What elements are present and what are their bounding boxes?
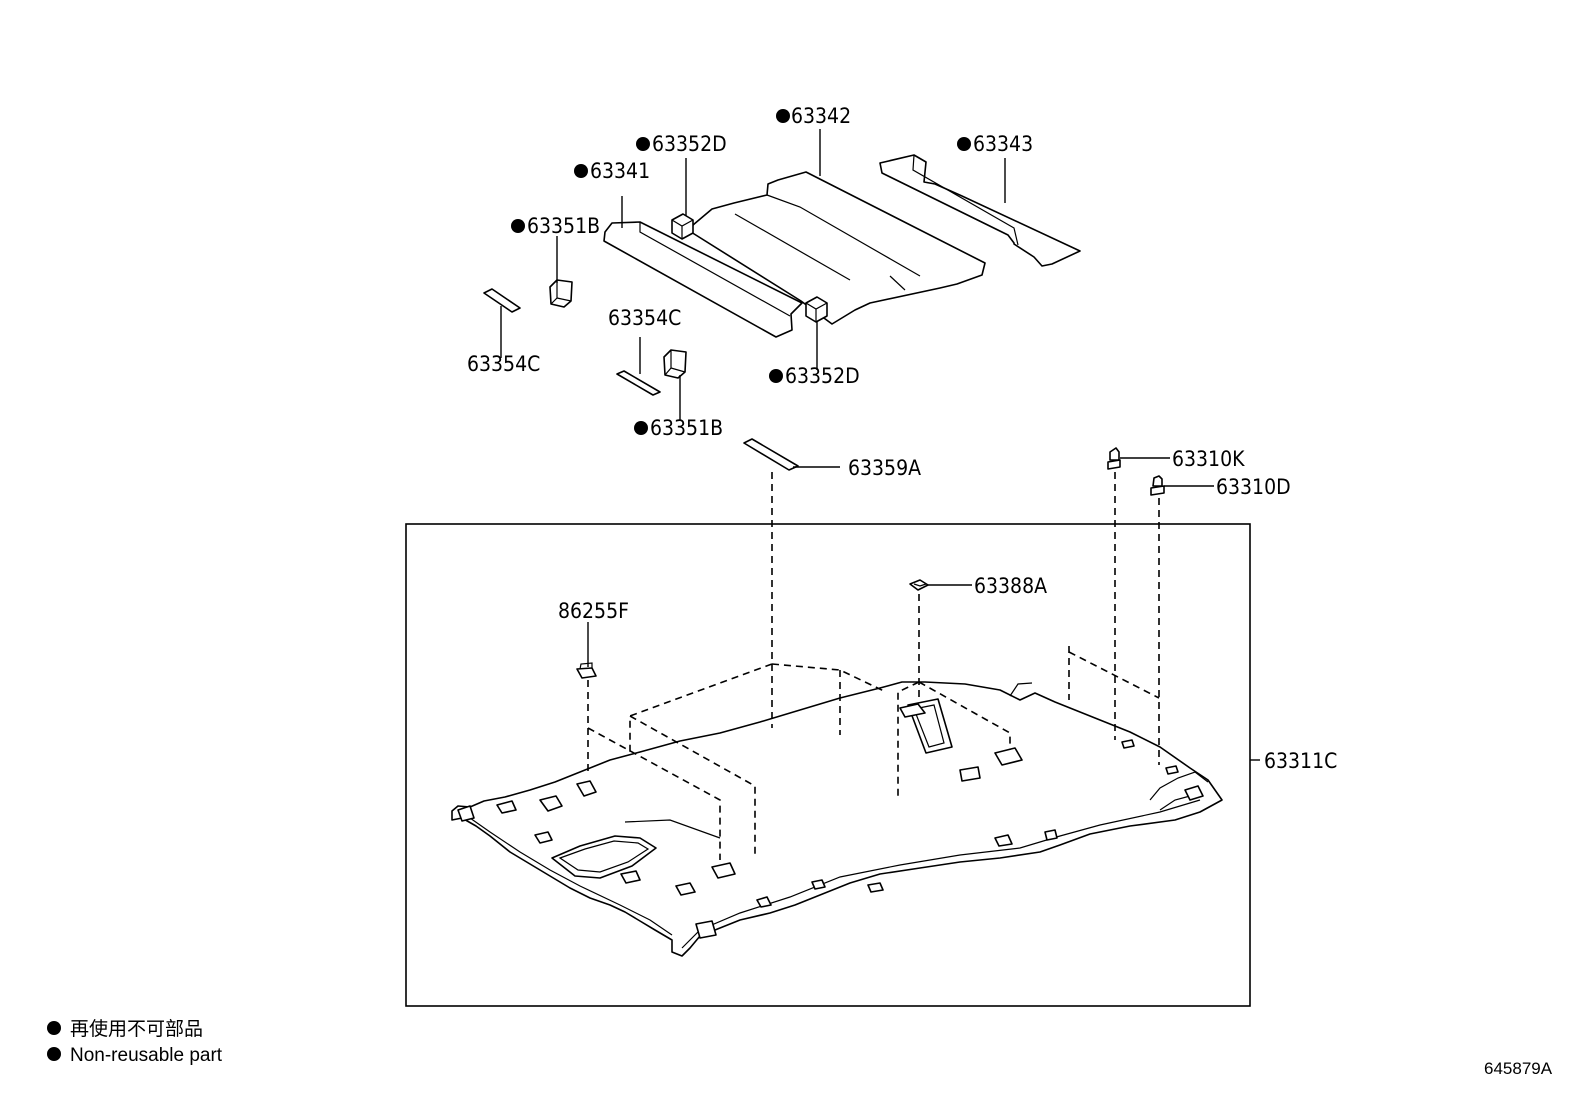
leader-lines [500,129,1260,761]
non-reusable-marker-icon [511,219,525,233]
part-63311C-headliner [451,681,1223,957]
part-86255F-clip [576,662,597,679]
part-63310D-clip [1150,475,1165,496]
part-63359A-strip [743,438,799,471]
part-63351B-block-bottom [663,349,687,379]
callout-63310K: 63310K [1172,447,1245,471]
callout-63352D-bottom: 63352D [785,364,860,388]
part-63354C-strip-left [483,288,521,313]
part-63352D-block-top [671,213,694,240]
legend-jp: 再使用不可部品 [70,1018,203,1040]
callout-63342: 63342 [791,104,851,128]
callout-63352D-top: 63352D [652,132,727,156]
callout-63359A: 63359A [848,456,921,480]
legend-en: Non-reusable part [70,1045,223,1066]
part-63343-pad [879,154,1081,267]
non-reusable-marker-icon [574,164,588,178]
callout-63354C-left: 63354C [467,352,540,376]
figure-number: 645879A [1484,1059,1553,1078]
part-63351B-block-top [549,279,573,308]
non-reusable-marker-icon [957,137,971,151]
non-reusable-marker-icon [636,137,650,151]
part-63354C-strip-mid [616,370,661,396]
non-reusable-marker-icon [769,369,783,383]
callout-86255F: 86255F [558,599,629,623]
part-63352D-block-bottom [805,296,828,323]
callout-63311C: 63311C [1264,749,1337,773]
callout-63354C-mid: 63354C [608,306,681,330]
callout-63351B-bottom: 63351B [650,416,723,440]
non-reusable-marker-icon [776,109,790,123]
callout-63388A: 63388A [974,574,1047,598]
non-reusable-marker-icon [634,421,648,435]
part-63388A-clip [909,579,929,591]
callout-63341: 63341 [590,159,650,183]
part-63310K-clip [1107,447,1121,470]
callout-63343: 63343 [973,132,1033,156]
headliner-assembly-frame [405,523,1251,1007]
assembly-guide-lines [587,472,1160,860]
legend: 再使用不可部品 Non-reusable part [47,1018,223,1066]
callout-63351B-top: 63351B [527,214,600,238]
filled-circle-icon [47,1021,61,1035]
callout-63310D: 63310D [1216,475,1291,499]
filled-circle-icon [47,1047,61,1061]
